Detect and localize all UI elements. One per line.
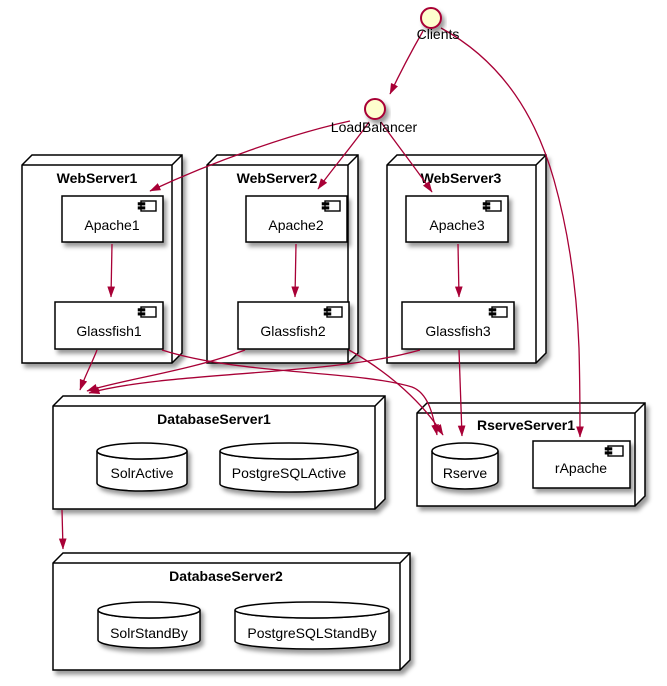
- node-title: WebServer2: [237, 170, 318, 186]
- component-glassfish2: Glassfish2: [237, 301, 350, 350]
- node-box-edges: [53, 395, 386, 509]
- interface-circle: [420, 7, 442, 29]
- database-label: SolrStandBy: [110, 625, 188, 641]
- component-label: Apache2: [268, 217, 323, 233]
- database-cylinder-top: [96, 442, 188, 460]
- component-icon: [321, 200, 341, 212]
- interface-label: Clients: [417, 26, 460, 42]
- node-databaseserver1: DatabaseServer1 SolrActive PostgreSQLAct…: [52, 395, 386, 510]
- edges: [58, 27, 584, 550]
- database-label: SolrActive: [110, 465, 173, 481]
- edge-databaseserver1-databaseserver2: [58, 509, 67, 550]
- node-title: RserveServer1: [477, 417, 575, 433]
- node-box-edges: [417, 402, 646, 506]
- node-title: DatabaseServer1: [157, 411, 271, 427]
- edge-loadbalancer-apache2: [317, 121, 370, 190]
- component-label: Glassfish3: [425, 323, 491, 339]
- database-label: PostgreSQLStandBy: [247, 625, 376, 641]
- database-cylinder-top: [219, 442, 359, 460]
- node-title: WebServer1: [57, 170, 138, 186]
- interface-clients: Clients: [417, 7, 460, 42]
- node-box-edges: [53, 552, 411, 670]
- component-apache1: Apache1: [61, 195, 164, 243]
- component-label: Apache3: [429, 217, 484, 233]
- interface-circle: [364, 98, 386, 120]
- component-icon: [488, 306, 508, 318]
- component-icon: [604, 445, 624, 457]
- component-label: Glassfish1: [76, 323, 142, 339]
- database-cylinder-top: [97, 601, 201, 619]
- edge-glassfish2-rserve: [348, 349, 444, 436]
- database-label: Rserve: [443, 465, 488, 481]
- node-webserver3: WebServer3 Apache3 Glassfish3: [386, 154, 547, 364]
- component-apache2: Apache2: [245, 195, 348, 243]
- database-cylinder-top: [234, 601, 390, 619]
- component-icon: [482, 200, 502, 212]
- database-solractive: SolrActive: [96, 442, 188, 492]
- edge-clients-loadbalancer: [389, 30, 424, 95]
- database-postgresqlstandby: PostgreSQLStandBy: [234, 601, 390, 650]
- node-box-edges: [207, 154, 359, 363]
- node-title: WebServer3: [421, 170, 502, 186]
- edge-apache2-glassfish2: [291, 243, 300, 298]
- edge-glassfish3-rserve: [457, 349, 466, 437]
- database-solrstandby: SolrStandBy: [97, 601, 201, 649]
- node-databaseserver2: DatabaseServer2 SolrStandBy PostgreSQLSt…: [52, 552, 411, 671]
- node-title: DatabaseServer2: [169, 568, 283, 584]
- edge-apache1-glassfish1: [107, 243, 116, 298]
- node-box-edges: [387, 154, 547, 363]
- edge-apache3-glassfish3: [454, 243, 463, 298]
- component-label: Glassfish2: [260, 323, 326, 339]
- node-rserveserver1: RserveServer1 Rserve rApache: [416, 402, 646, 507]
- database-rserve: Rserve: [431, 442, 499, 490]
- component-label: rApache: [555, 460, 607, 476]
- node-webserver1: WebServer1 Apache1 Glassfish1: [21, 154, 183, 364]
- edge-loadbalancer-apache1: [149, 120, 351, 192]
- database-label: PostgreSQLActive: [232, 465, 347, 481]
- edge-loadbalancer-apache3: [380, 121, 433, 193]
- edge-clients-rapache: [440, 27, 584, 438]
- component-icon: [137, 306, 157, 318]
- database-postgresqlactive: PostgreSQLActive: [219, 442, 359, 493]
- edge-glassfish1-rserve: [161, 349, 439, 436]
- component-rapache: rApache: [532, 440, 631, 489]
- component-glassfish1: Glassfish1: [54, 301, 164, 350]
- component-icon: [137, 200, 157, 212]
- node-box-edges: [22, 154, 183, 363]
- interface-loadbalancer: LoadBalancer: [331, 98, 418, 135]
- component-glassfish3: Glassfish3: [401, 301, 515, 350]
- node-webserver2: WebServer2 Apache2 Glassfish2: [206, 154, 359, 364]
- component-icon: [323, 306, 343, 318]
- edge-glassfish3-databaseserver1: [88, 349, 421, 394]
- component-apache3: Apache3: [405, 195, 509, 243]
- interface-label: LoadBalancer: [331, 119, 418, 135]
- component-label: Apache1: [84, 217, 139, 233]
- edge-glassfish1-databaseserver1: [79, 349, 98, 391]
- database-cylinder-top: [431, 442, 499, 460]
